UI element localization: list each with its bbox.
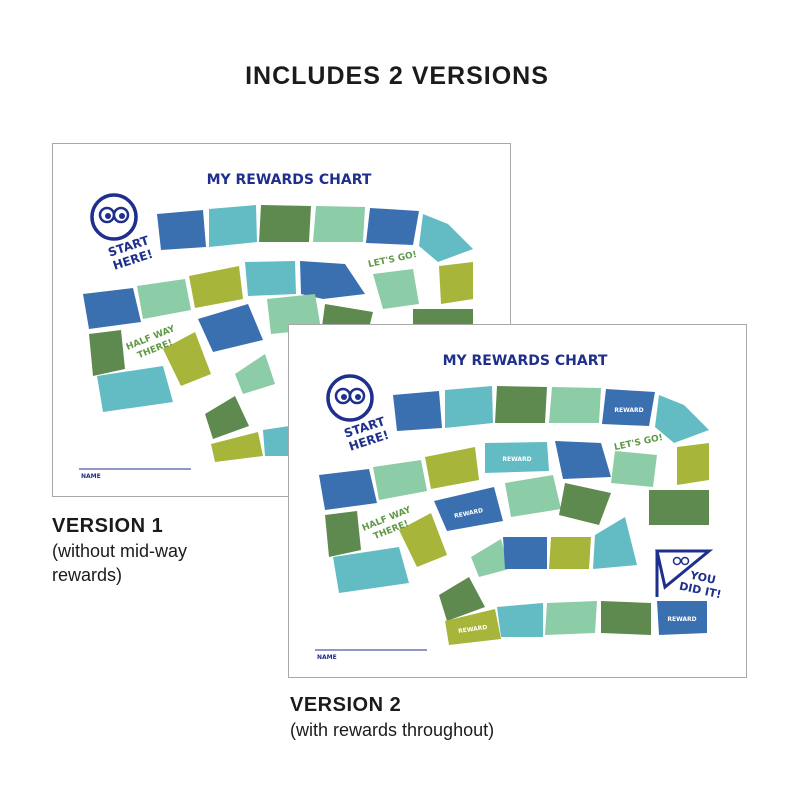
- track-space: [593, 517, 637, 569]
- track-space: [677, 443, 709, 485]
- track-space: [545, 601, 597, 635]
- track-space: [319, 469, 377, 510]
- headline: INCLUDES 2 VERSIONS: [245, 62, 549, 90]
- you-did-it-line2: DID IT!: [678, 580, 723, 602]
- track-space: [601, 601, 651, 635]
- version-1-description-line1: (without mid-way: [52, 541, 188, 561]
- version-1-caption: VERSION 1 (without mid-way rewards): [52, 513, 272, 587]
- track-space: [313, 206, 365, 242]
- track-space: [559, 483, 611, 525]
- version-1-title: VERSION 1: [52, 515, 164, 537]
- track-space: [611, 451, 657, 487]
- version-2-board: MY REWARDS CHART START HERE! REWARD LET'…: [315, 353, 723, 661]
- version-2-chart-sheet: MY REWARDS CHART START HERE! REWARD LET'…: [288, 324, 747, 678]
- track-row-1: [393, 386, 709, 443]
- version-2-description: (with rewards throughout): [290, 720, 495, 740]
- track-space: [655, 395, 709, 443]
- track-space: [471, 539, 509, 577]
- track-space: [503, 537, 547, 569]
- track-row-5: [445, 601, 707, 645]
- version-2-title: VERSION 2: [290, 694, 402, 716]
- version-1-description-line2: rewards): [52, 565, 123, 585]
- googly-eyes-icon: [326, 374, 374, 422]
- track-space: [89, 330, 125, 376]
- track-space: [333, 547, 409, 593]
- reward-space: [434, 487, 503, 531]
- track-space: [209, 205, 257, 247]
- reward-label: REWARD: [458, 624, 488, 635]
- track-space: [549, 537, 591, 569]
- track-space: [137, 279, 191, 319]
- track-space: [189, 266, 243, 308]
- reward-label: REWARD: [502, 456, 531, 463]
- track-space: [83, 288, 141, 329]
- reward-space: [602, 389, 655, 426]
- track-space: [325, 511, 361, 557]
- track-space: [198, 304, 263, 352]
- track-space: [300, 261, 365, 299]
- track-space: [393, 391, 442, 431]
- track-row-3: [325, 475, 709, 567]
- track-space: [245, 261, 296, 296]
- track-row-1: [157, 205, 473, 262]
- track-space: [399, 513, 447, 567]
- reward-space: [485, 442, 549, 473]
- version-1-chart-sheet: MY REWARDS CHART START HERE! LET'S GO!: [52, 143, 511, 497]
- track-space: [205, 396, 249, 439]
- track-space: [211, 432, 263, 462]
- track-space: [259, 205, 311, 242]
- track-space: [366, 208, 419, 245]
- track-space: [163, 332, 211, 386]
- track-space: [497, 603, 543, 637]
- lets-go-label: LET'S GO!: [367, 250, 418, 270]
- track-space: [263, 426, 289, 456]
- name-label: NAME: [81, 473, 101, 480]
- track-space: [495, 386, 547, 423]
- track-row-2: [319, 441, 709, 510]
- pennant-flag-icon: [655, 549, 714, 597]
- track-space: [439, 577, 485, 621]
- track-space: [157, 210, 206, 250]
- reward-space: [445, 609, 501, 645]
- you-did-it-line1: YOU: [688, 568, 717, 586]
- track-space: [549, 387, 601, 423]
- track-space: [373, 269, 419, 309]
- track-space: [649, 490, 709, 525]
- chart-title: MY REWARDS CHART: [207, 172, 372, 188]
- track-space: [439, 262, 473, 304]
- lets-go-label: LET'S GO!: [613, 433, 664, 453]
- reward-label: REWARD: [667, 616, 696, 623]
- track-space: [419, 214, 473, 262]
- track-space: [425, 447, 479, 489]
- track-space: [445, 386, 493, 428]
- track-row-4: [97, 354, 289, 462]
- reward-space: [657, 601, 707, 635]
- chart-title: MY REWARDS CHART: [443, 353, 608, 369]
- version-2-caption: VERSION 2 (with rewards throughout): [290, 692, 710, 742]
- track-row-4: [333, 517, 637, 621]
- track-space: [373, 460, 427, 500]
- track-space: [505, 475, 561, 517]
- track-space: [555, 441, 611, 479]
- reward-label: REWARD: [614, 407, 643, 414]
- track-row-2: [83, 261, 473, 329]
- track-space: [235, 354, 275, 394]
- googly-eyes-icon: [90, 193, 138, 241]
- name-label: NAME: [317, 654, 337, 661]
- track-space: [97, 366, 173, 412]
